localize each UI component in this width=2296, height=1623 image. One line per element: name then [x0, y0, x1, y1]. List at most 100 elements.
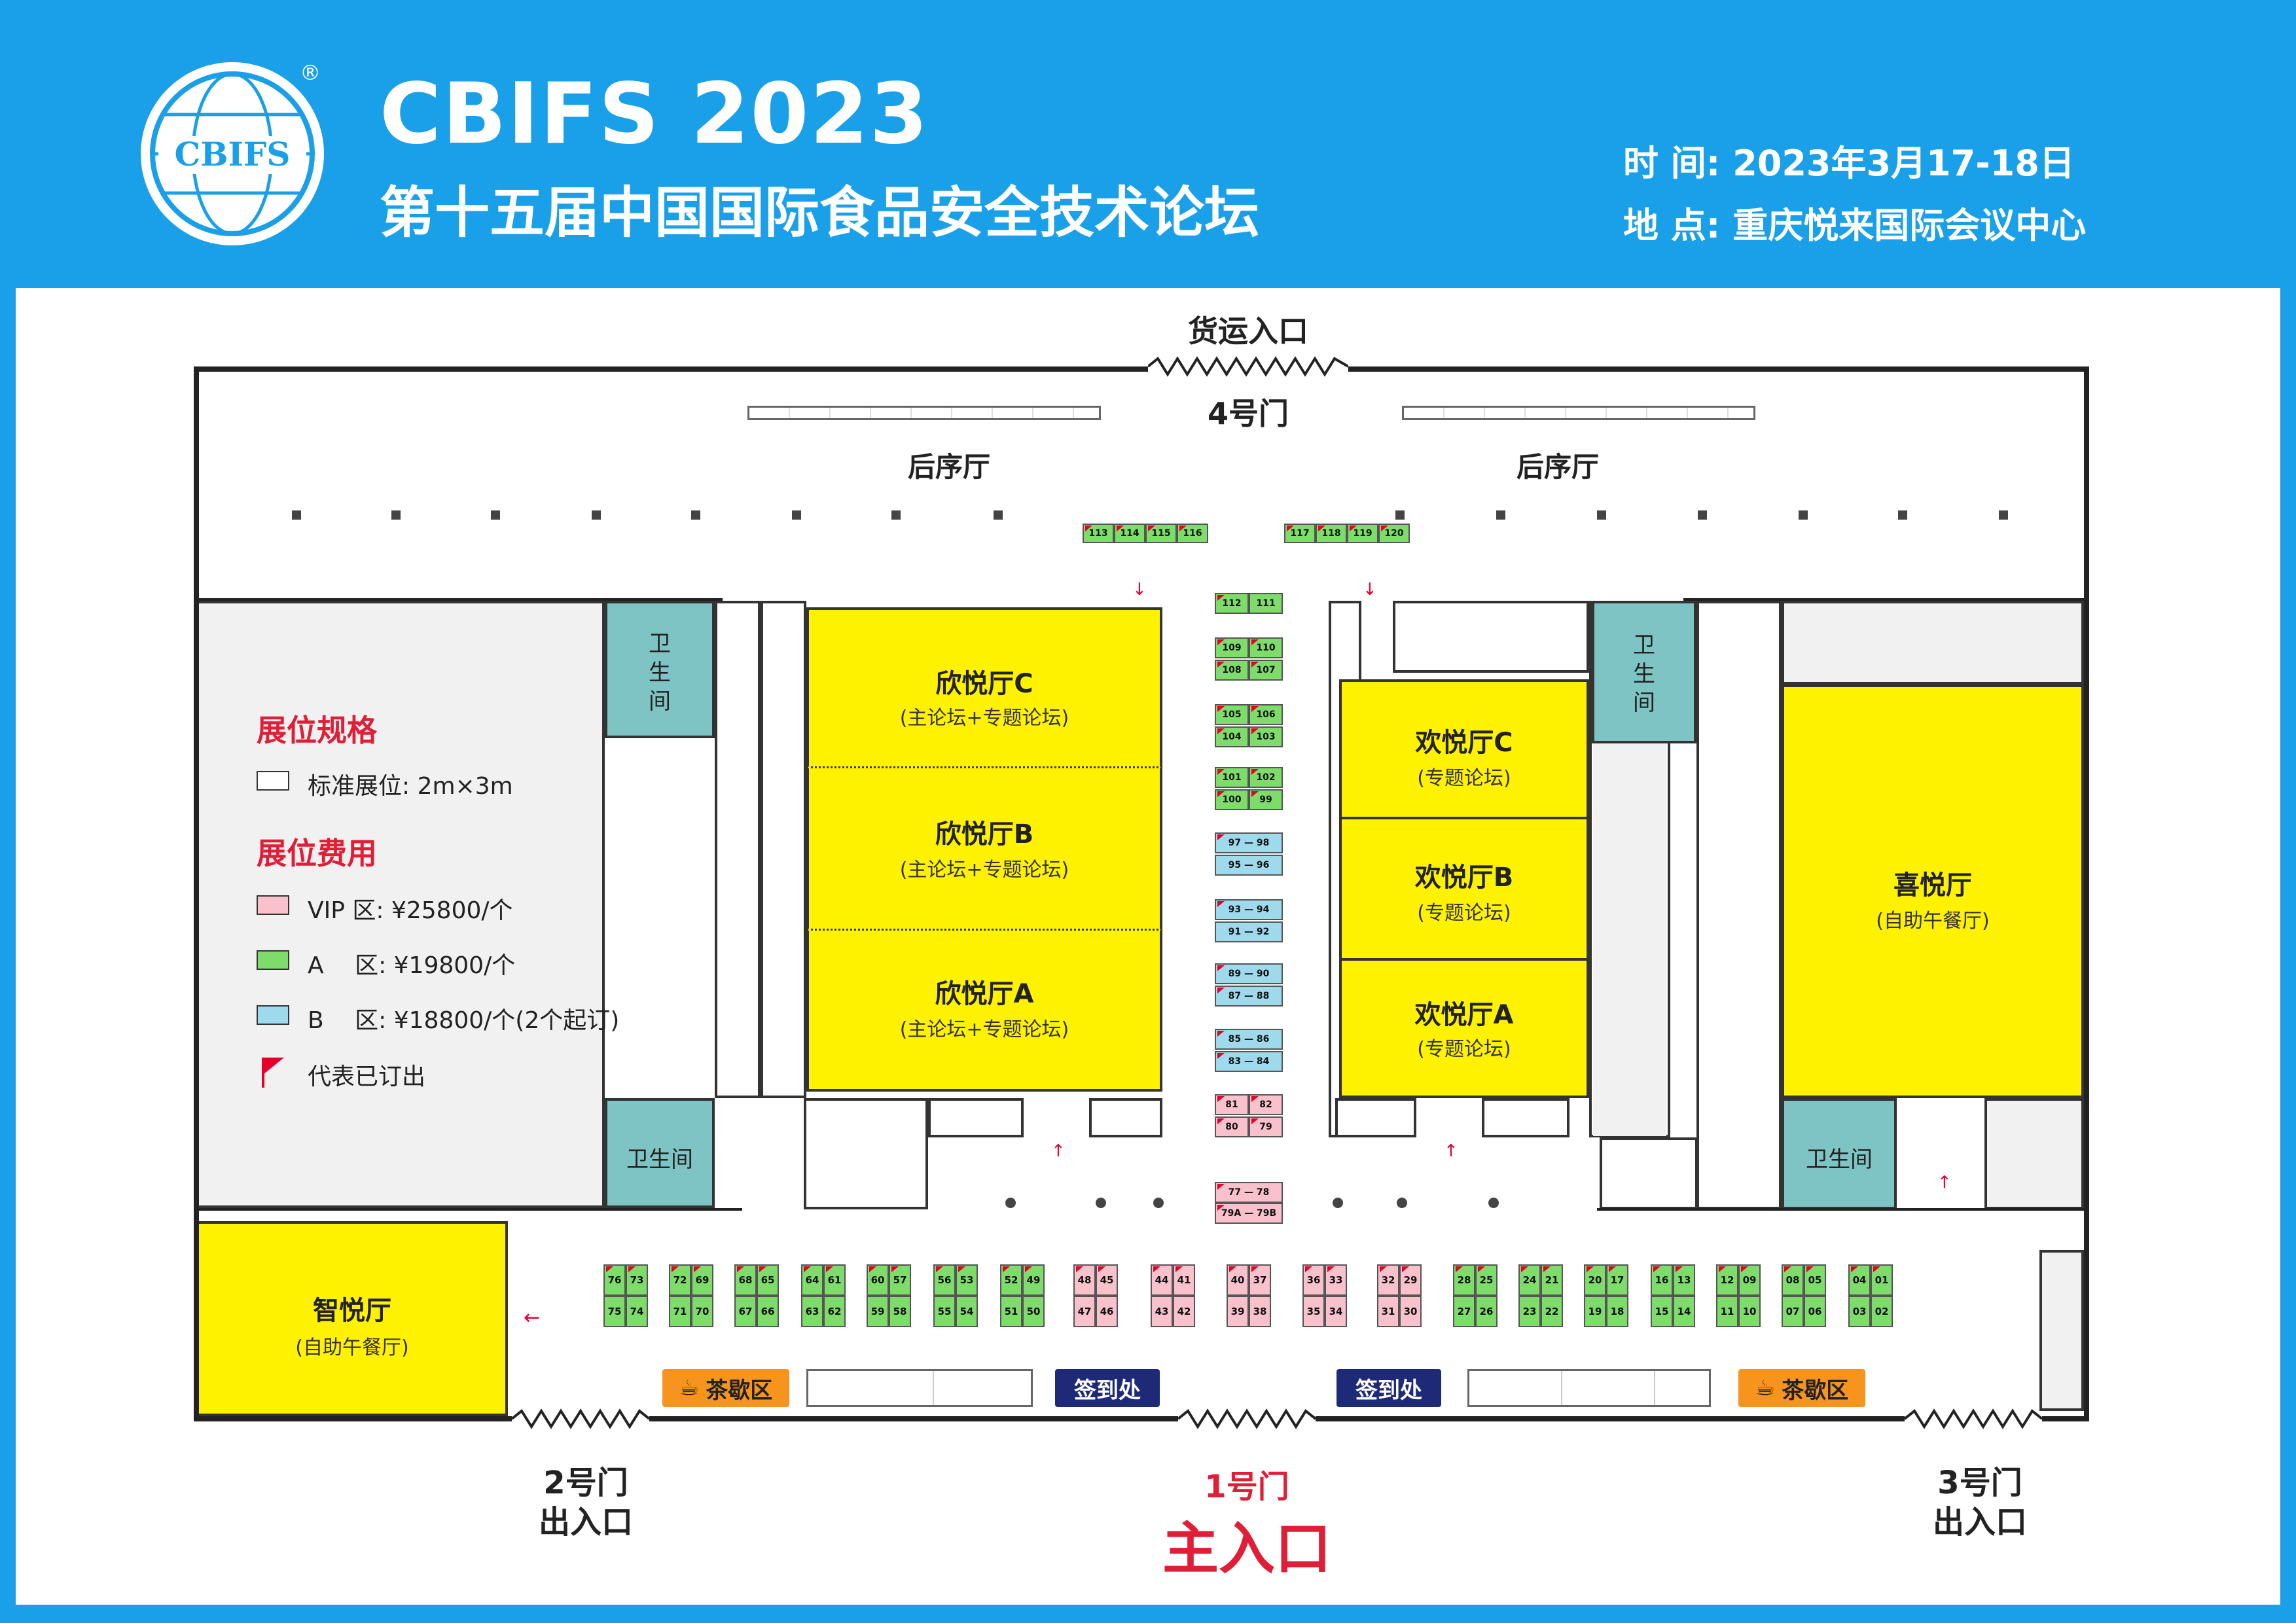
booth-8990[interactable]: 89 — 90 — [1215, 963, 1283, 984]
booth-56[interactable]: 56 — [933, 1264, 956, 1296]
booth-04[interactable]: 04 — [1848, 1264, 1871, 1296]
booth-112[interactable]: 112 — [1215, 593, 1249, 614]
booth-39[interactable]: 39 — [1227, 1296, 1249, 1327]
booth-38[interactable]: 38 — [1249, 1296, 1271, 1327]
booth-75[interactable]: 75 — [603, 1296, 626, 1327]
booth-08[interactable]: 08 — [1782, 1264, 1804, 1296]
booth-108[interactable]: 108 — [1215, 660, 1249, 681]
restroom-top-right[interactable]: 卫 生 间 — [1592, 601, 1696, 743]
booth-113[interactable]: 113 — [1083, 524, 1114, 543]
booth-35[interactable]: 35 — [1302, 1296, 1325, 1327]
booth-42[interactable]: 42 — [1173, 1296, 1195, 1327]
booth-09[interactable]: 09 — [1738, 1264, 1761, 1296]
booth-116[interactable]: 116 — [1177, 524, 1208, 543]
booth-109[interactable]: 109 — [1215, 637, 1249, 658]
booth-68[interactable]: 68 — [734, 1264, 757, 1296]
booth-06[interactable]: 06 — [1804, 1296, 1826, 1327]
booth-22[interactable]: 22 — [1541, 1296, 1563, 1327]
booth-9192[interactable]: 91 — 92 — [1215, 921, 1283, 942]
booth-53[interactable]: 53 — [956, 1264, 978, 1296]
booth-73[interactable]: 73 — [626, 1264, 648, 1296]
booth-106[interactable]: 106 — [1249, 704, 1283, 725]
booth-67[interactable]: 67 — [734, 1296, 757, 1327]
booth-29[interactable]: 29 — [1399, 1264, 1422, 1296]
booth-13[interactable]: 13 — [1673, 1264, 1695, 1296]
booth-99[interactable]: 99 — [1249, 789, 1283, 810]
booth-48[interactable]: 48 — [1073, 1264, 1096, 1296]
booth-07[interactable]: 07 — [1782, 1296, 1804, 1327]
booth-16[interactable]: 16 — [1651, 1264, 1673, 1296]
restroom-bottom-left[interactable]: 卫生间 — [605, 1098, 715, 1208]
booth-03[interactable]: 03 — [1848, 1296, 1871, 1327]
booth-15[interactable]: 15 — [1651, 1296, 1673, 1327]
hall-xi-yue[interactable]: 喜悦厅 (自助午餐厅) — [1782, 685, 2084, 1098]
booth-9798[interactable]: 97 — 98 — [1215, 832, 1283, 853]
booth-9394[interactable]: 93 — 94 — [1215, 899, 1283, 920]
booth-12[interactable]: 12 — [1716, 1264, 1738, 1296]
gate4-doors[interactable] — [1148, 353, 1348, 380]
booth-23[interactable]: 23 — [1518, 1296, 1541, 1327]
booth-34[interactable]: 34 — [1325, 1296, 1347, 1327]
booth-65[interactable]: 65 — [757, 1264, 779, 1296]
booth-80[interactable]: 80 — [1215, 1116, 1249, 1137]
booth-55[interactable]: 55 — [933, 1296, 956, 1327]
booth-05[interactable]: 05 — [1804, 1264, 1826, 1296]
booth-31[interactable]: 31 — [1377, 1296, 1399, 1327]
booth-46[interactable]: 46 — [1096, 1296, 1118, 1327]
booth-72[interactable]: 72 — [669, 1264, 691, 1296]
booth-61[interactable]: 61 — [823, 1264, 846, 1296]
booth-120[interactable]: 120 — [1378, 524, 1410, 543]
booth-118[interactable]: 118 — [1316, 524, 1347, 543]
gate2-doors[interactable] — [512, 1407, 649, 1431]
booth-101[interactable]: 101 — [1215, 767, 1249, 788]
booth-111[interactable]: 111 — [1249, 593, 1283, 614]
booth-33[interactable]: 33 — [1325, 1264, 1347, 1296]
booth-82[interactable]: 82 — [1249, 1094, 1283, 1115]
hall-huan-c[interactable]: 欢悦厅C (专题论坛) — [1339, 679, 1589, 819]
booth-64[interactable]: 64 — [801, 1264, 823, 1296]
hall-xin-b[interactable]: 欣悦厅B (主论坛+专题论坛) — [806, 768, 1162, 931]
booth-37[interactable]: 37 — [1249, 1264, 1271, 1296]
booth-8586[interactable]: 85 — 86 — [1215, 1029, 1283, 1050]
booth-18[interactable]: 18 — [1606, 1296, 1628, 1327]
hall-xin-a[interactable]: 欣悦厅A (主论坛+专题论坛) — [806, 931, 1162, 1092]
booth-117[interactable]: 117 — [1284, 524, 1316, 543]
booth-102[interactable]: 102 — [1249, 767, 1283, 788]
booth-21[interactable]: 21 — [1541, 1264, 1563, 1296]
booth-47[interactable]: 47 — [1073, 1296, 1096, 1327]
booth-58[interactable]: 58 — [889, 1296, 911, 1327]
hall-huan-b[interactable]: 欢悦厅B (专题论坛) — [1339, 819, 1589, 961]
booth-10[interactable]: 10 — [1738, 1296, 1761, 1327]
gate3-doors[interactable] — [1905, 1407, 2042, 1431]
booth-8384[interactable]: 83 — 84 — [1215, 1051, 1283, 1072]
booth-50[interactable]: 50 — [1022, 1296, 1045, 1327]
booth-30[interactable]: 30 — [1399, 1296, 1422, 1327]
booth-81[interactable]: 81 — [1215, 1094, 1249, 1115]
booth-8788[interactable]: 87 — 88 — [1215, 986, 1283, 1007]
booth-7778[interactable]: 77 — 78 — [1215, 1182, 1283, 1203]
booth-40[interactable]: 40 — [1227, 1264, 1249, 1296]
booth-57[interactable]: 57 — [889, 1264, 911, 1296]
booth-43[interactable]: 43 — [1151, 1296, 1173, 1327]
booth-44[interactable]: 44 — [1151, 1264, 1173, 1296]
booth-20[interactable]: 20 — [1584, 1264, 1606, 1296]
booth-119[interactable]: 119 — [1347, 524, 1378, 543]
booth-70[interactable]: 70 — [691, 1296, 713, 1327]
booth-74[interactable]: 74 — [626, 1296, 648, 1327]
booth-79A79B[interactable]: 79A — 79B — [1215, 1203, 1283, 1224]
booth-17[interactable]: 17 — [1606, 1264, 1628, 1296]
hall-zhi-yue[interactable]: 智悦厅 (自助午餐厅) — [199, 1221, 508, 1416]
hall-huan-a[interactable]: 欢悦厅A (专题论坛) — [1339, 961, 1589, 1098]
booth-14[interactable]: 14 — [1673, 1296, 1695, 1327]
restroom-bottom-right[interactable]: 卫生间 — [1782, 1098, 1897, 1209]
booth-69[interactable]: 69 — [691, 1264, 713, 1296]
restroom-top-left[interactable]: 卫 生 间 — [605, 601, 715, 738]
booth-9596[interactable]: 95 — 96 — [1215, 855, 1283, 876]
booth-62[interactable]: 62 — [823, 1296, 846, 1327]
gate1-doors[interactable] — [1178, 1407, 1316, 1431]
booth-100[interactable]: 100 — [1215, 789, 1249, 810]
booth-76[interactable]: 76 — [603, 1264, 626, 1296]
booth-110[interactable]: 110 — [1249, 637, 1283, 658]
booth-27[interactable]: 27 — [1453, 1296, 1475, 1327]
booth-79[interactable]: 79 — [1249, 1116, 1283, 1137]
